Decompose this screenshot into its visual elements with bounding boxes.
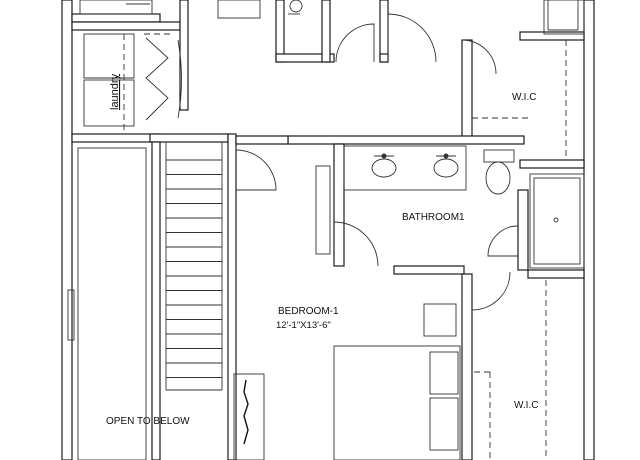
bed — [333, 345, 461, 460]
shower-drain-icon — [553, 217, 559, 223]
open-to-below-area — [77, 147, 147, 460]
nightstand — [423, 303, 457, 337]
wall-hall-bottom — [379, 53, 389, 63]
wall-bedroom-right — [461, 273, 473, 460]
bedroom-cabinet — [233, 373, 265, 460]
faucet-icon — [374, 153, 456, 159]
wall-wic-bottom-top — [527, 269, 585, 279]
pillow-top — [429, 351, 459, 395]
room-label-laundry: laundry — [109, 73, 121, 110]
wall-bath-top-right — [519, 159, 585, 169]
cabinet-top-left — [79, 0, 153, 15]
wc-sink — [289, 0, 303, 13]
room-label-open-to-below: OPEN TO BELOW — [106, 416, 190, 427]
wall-wc-bottom — [275, 53, 335, 63]
wall-top-left — [71, 13, 161, 23]
wall-bath-bottom — [393, 265, 465, 275]
bath-cabinet — [315, 165, 331, 255]
walls — [61, 0, 595, 460]
wall-stair-right — [227, 133, 237, 460]
wall-bath-right — [517, 189, 529, 271]
closet-rod — [243, 379, 249, 445]
room-label-wic-bottom: W.I.C — [514, 400, 538, 411]
sink-right — [433, 158, 459, 178]
window-left — [67, 289, 75, 341]
wall-wc-left — [275, 0, 285, 63]
cabinet-top-right — [543, 0, 585, 35]
wall-stair-left — [151, 141, 161, 460]
wall-upper-hall — [235, 135, 289, 145]
closet-shelves — [123, 33, 567, 460]
room-label-bathroom: BATHROOM1 — [402, 212, 465, 223]
wall-left-outer — [61, 0, 73, 460]
laundry-bifold-door — [145, 37, 169, 121]
wall-wic-top-left — [461, 39, 473, 141]
room-dimensions-bedroom: 12'-1"X13'-6" — [276, 320, 331, 331]
wall-hall-top — [379, 0, 389, 63]
wall-laundry-bottom — [71, 133, 161, 143]
shower — [529, 173, 585, 269]
wall-wc-right — [321, 0, 331, 63]
door-swings — [235, 13, 519, 311]
cabinet-top-mid — [217, 0, 261, 19]
wall-laundry-top — [71, 21, 181, 31]
wall-wic-top-top — [519, 31, 585, 41]
stair-treads — [166, 159, 222, 378]
wall-bath-left — [333, 143, 345, 267]
dryer — [83, 79, 135, 127]
vanity-counter — [343, 145, 467, 191]
room-label-wic-top: W.I.C — [512, 92, 536, 103]
sink-left — [371, 158, 397, 178]
room-label-bedroom: BEDROOM-1 — [278, 306, 339, 317]
wall-stair-top — [149, 133, 229, 143]
pillow-bottom — [429, 397, 459, 451]
wall-right-outer — [583, 0, 595, 460]
toilet-bowl — [485, 161, 511, 195]
wall-bath-top — [287, 135, 525, 145]
